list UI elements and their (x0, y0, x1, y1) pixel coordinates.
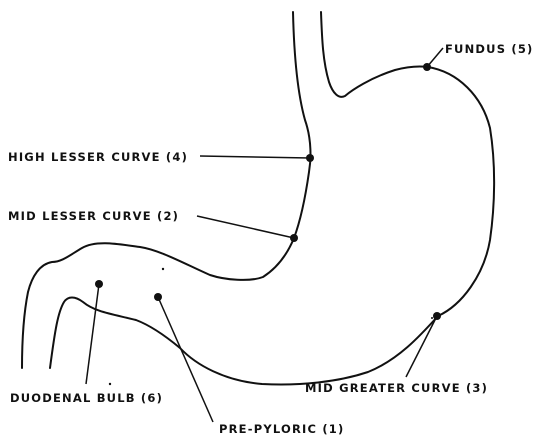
high-lesser-curve-marker (306, 154, 314, 162)
pre-pyloric-marker (154, 293, 162, 301)
location-markers (95, 63, 441, 320)
duodenal-bulb-leader (86, 284, 99, 384)
mid-greater-curve-leader (406, 316, 437, 377)
fundus-label: FUNDUS (5) (445, 42, 533, 56)
speck-marks (109, 268, 433, 385)
pre-pyloric-label: PRE-PYLORIC (1) (219, 422, 344, 436)
high-lesser-curve-label: HIGH LESSER CURVE (4) (8, 150, 188, 164)
leader-lines (86, 48, 443, 422)
mid-lesser-curve-label: MID LESSER CURVE (2) (8, 209, 179, 223)
mid-lesser-curve-leader (197, 216, 294, 238)
high-lesser-curve-leader (200, 156, 310, 158)
mid-greater-curve-label: MID GREATER CURVE (3) (305, 381, 488, 395)
duodenal-bulb-marker (95, 280, 103, 288)
duodenal-bulb-label: DUODENAL BULB (6) (10, 391, 163, 405)
fundus-marker (423, 63, 431, 71)
pre-pyloric-leader (158, 297, 213, 422)
mid-lesser-curve-marker (290, 234, 298, 242)
mid-greater-curve-marker (433, 312, 441, 320)
